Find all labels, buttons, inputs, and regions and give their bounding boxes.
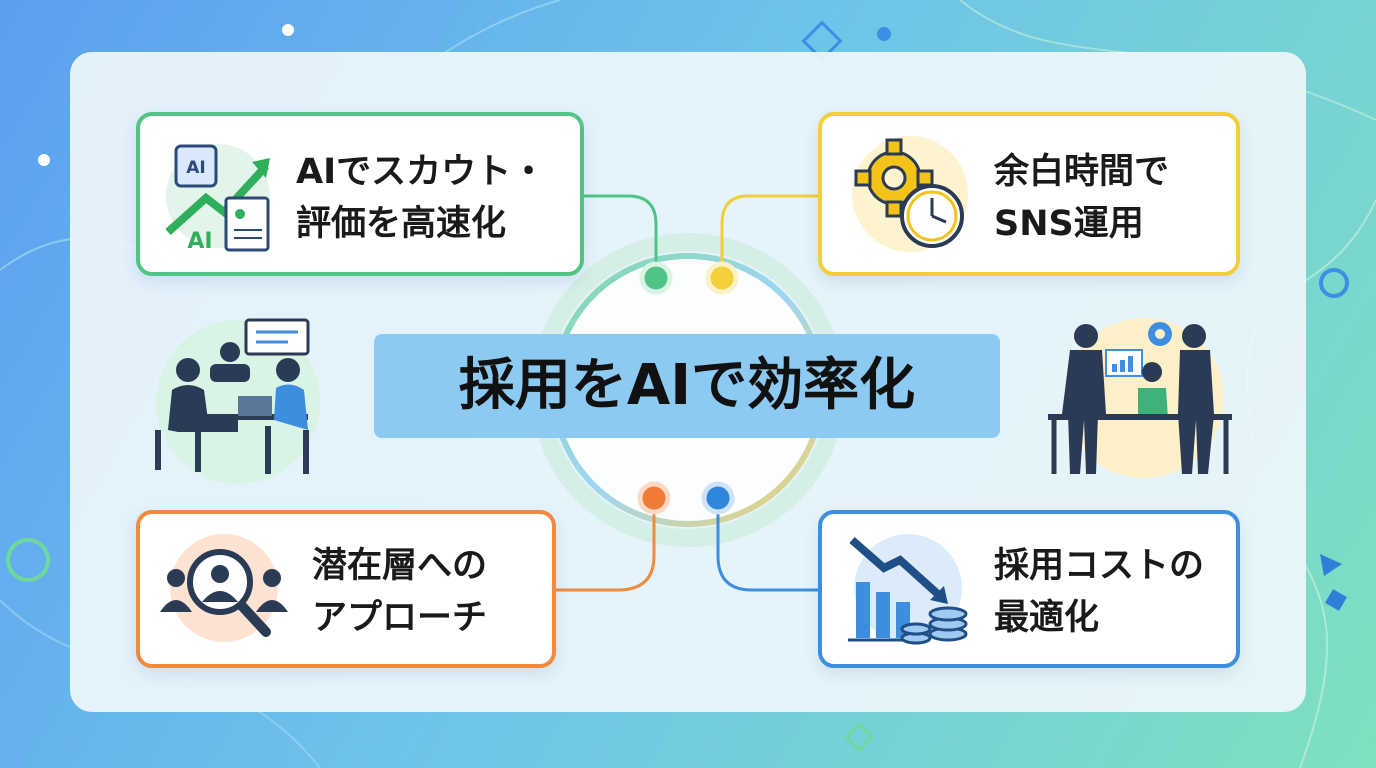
decor-triangle xyxy=(1320,554,1342,576)
business-meeting-illustration xyxy=(1048,318,1232,478)
decor-square xyxy=(1325,589,1347,611)
node-dot-ai xyxy=(639,261,673,295)
node-dot-cost xyxy=(701,481,735,515)
svg-text:AI: AI xyxy=(186,158,205,178)
decor-diamond xyxy=(801,20,843,62)
svg-text:AI: AI xyxy=(187,229,212,254)
gear-clock-icon xyxy=(852,136,968,252)
connector-sns xyxy=(720,194,818,276)
node-dot-latent xyxy=(637,481,671,515)
decor-dot xyxy=(282,24,294,36)
ai-growth-chart-icon: AI AI xyxy=(165,144,270,254)
card-label-ai-scout: AIでスカウト・ 評価を高速化 xyxy=(296,152,547,244)
connector-latent xyxy=(556,500,656,592)
card-label-cost: 採用コストの 最適化 xyxy=(994,546,1205,638)
connector-ai xyxy=(584,194,658,276)
decor-diamond xyxy=(844,722,874,752)
center-title: 採用をAIで効率化 xyxy=(374,334,1000,438)
people-magnifier-icon xyxy=(160,534,288,642)
card-sns: 余白時間で SNS運用 xyxy=(818,112,1240,276)
node-dot-sns xyxy=(705,261,739,295)
card-latent: 潜在層への アプローチ xyxy=(136,510,556,668)
decor-ring xyxy=(1319,268,1349,298)
decor-dot xyxy=(38,154,50,166)
card-label-sns: 余白時間で SNS運用 xyxy=(994,152,1170,244)
card-ai-scout: AI AI AIでスカウト・ 評価を高速化 xyxy=(136,112,584,276)
interview-illustration xyxy=(155,318,320,484)
card-cost: 採用コストの 最適化 xyxy=(818,510,1240,668)
connector-cost xyxy=(716,500,818,592)
decor-dot xyxy=(877,27,891,41)
card-label-latent: 潜在層への アプローチ xyxy=(312,546,488,638)
decor-ring xyxy=(6,538,50,582)
declining-chart-coins-icon xyxy=(848,534,968,645)
